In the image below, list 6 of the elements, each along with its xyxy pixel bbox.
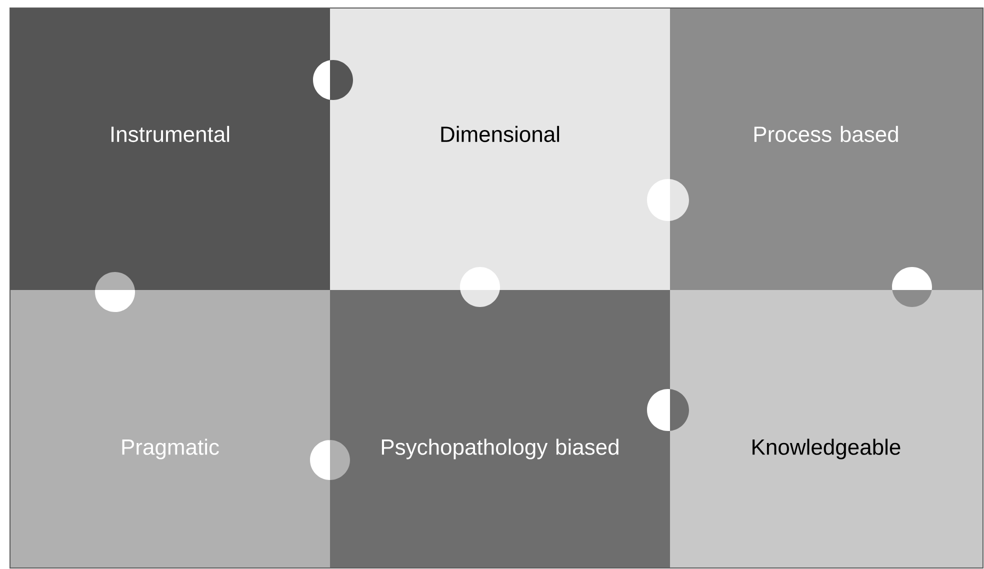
puzzle-piece: Knowledgeable xyxy=(670,290,983,568)
puzzle-piece: Psychopathology biased xyxy=(330,290,689,568)
puzzle-piece: Pragmatic xyxy=(10,272,350,568)
puzzle-piece: Instrumental xyxy=(10,8,353,290)
puzzle-piece: Dimensional xyxy=(330,8,689,307)
puzzle-piece: Process based xyxy=(670,8,983,307)
